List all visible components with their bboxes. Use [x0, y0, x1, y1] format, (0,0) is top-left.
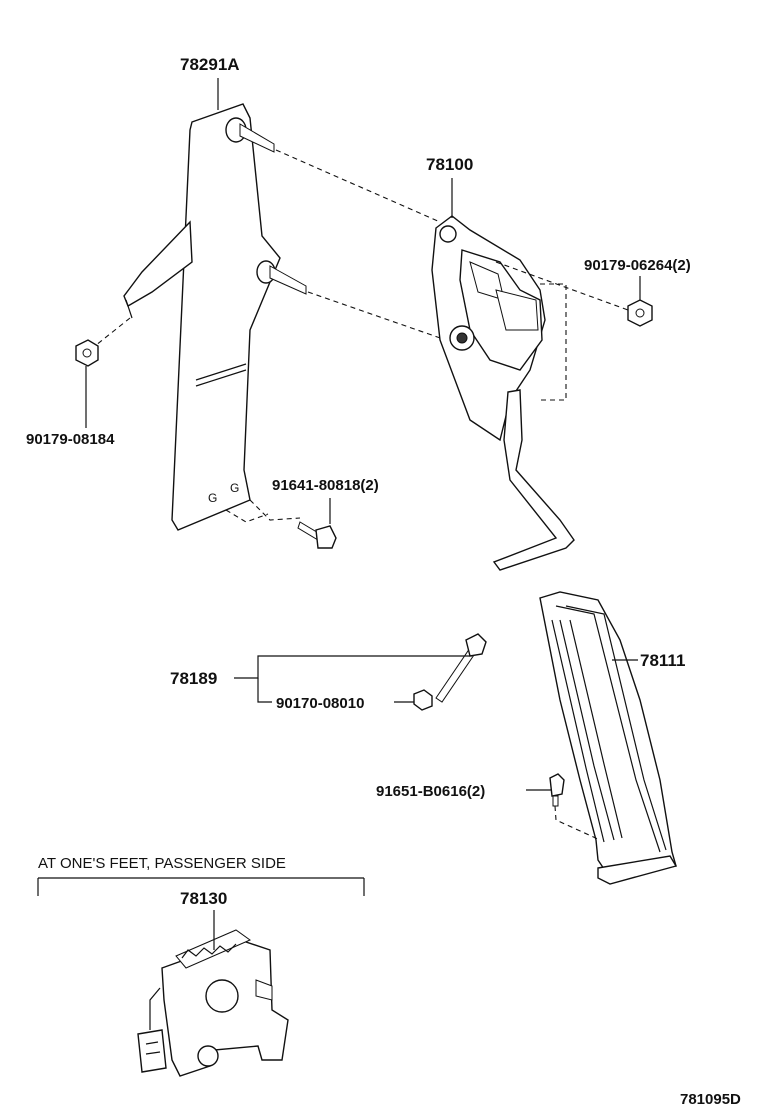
label-90179-06264: 90179-06264(2): [584, 257, 691, 274]
label-78130: 78130: [180, 889, 227, 908]
nut-90179-06264: [627, 299, 653, 327]
label-90179-08184: 90179-08184: [26, 431, 115, 448]
pedal-pad-78111: [539, 591, 678, 885]
label-78291A: 78291A: [180, 55, 240, 74]
section-title: AT ONE'S FEET, PASSENGER SIDE: [38, 855, 286, 872]
label-78189: 78189: [170, 669, 217, 688]
stopper-78189: [413, 633, 487, 711]
label-91651-B0616: 91651-B0616(2): [376, 783, 485, 800]
pedal-sensor-78100: [431, 215, 575, 571]
nut-90179-08184: [75, 339, 99, 367]
diagram-code: 781095D: [680, 1091, 741, 1108]
label-90170-08010: 90170-08010: [276, 695, 364, 712]
label-78111: 78111: [640, 651, 685, 670]
bolt-91641-80818: [297, 521, 337, 549]
bracket-78291A: G G: [123, 103, 307, 531]
svg-text:G: G: [208, 491, 217, 505]
bolt-91651-B0616: [549, 773, 565, 807]
label-91641-80818: 91641-80818(2): [272, 477, 379, 494]
svg-text:G: G: [230, 481, 239, 495]
passenger-unit-78130: [137, 929, 289, 1077]
label-78100: 78100: [426, 155, 473, 174]
